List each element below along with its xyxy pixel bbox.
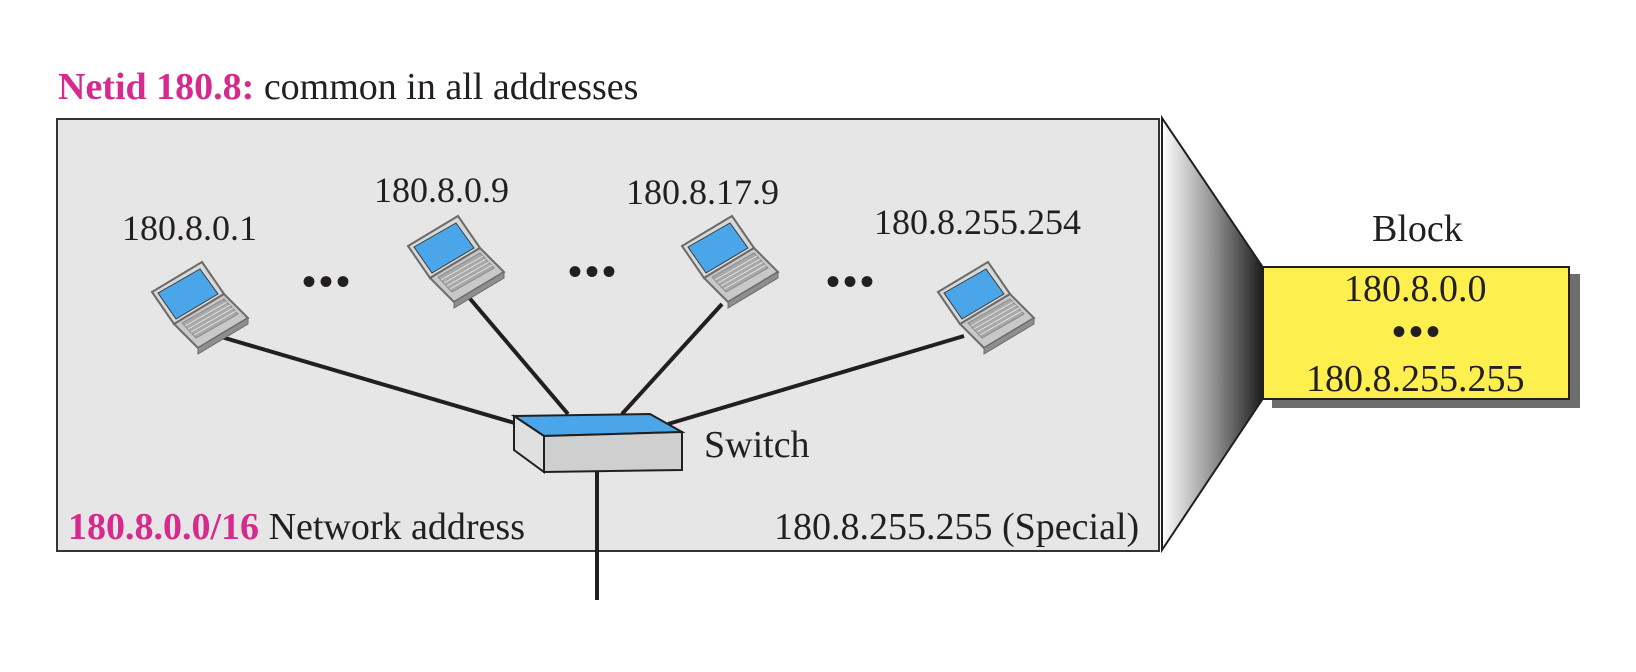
host-address-3: 180.8.17.9 — [626, 172, 779, 212]
network-address-label: 180.8.0.0/16 Network address — [68, 508, 525, 546]
link-host-1 — [217, 334, 519, 426]
link-host-2 — [464, 292, 570, 416]
laptop-icon-2 — [407, 215, 505, 309]
zoom-connector — [1161, 114, 1263, 554]
link-host-3 — [620, 302, 724, 416]
block-ellipsis: ••• — [1392, 309, 1444, 354]
link-host-4 — [667, 334, 965, 426]
netid-description: common in all addresses — [263, 66, 639, 108]
switch-icon — [510, 412, 686, 474]
host-ellipsis-2: ••• — [568, 249, 620, 294]
block-title: Block — [1372, 208, 1463, 250]
host-address-4: 180.8.255.254 — [874, 202, 1081, 242]
network-prefix: 180.8.0.0/16 — [68, 506, 260, 548]
laptop-icon-3 — [681, 215, 779, 309]
special-address-label: 180.8.255.255 (Special) — [774, 506, 1140, 548]
host-address-1: 180.8.0.1 — [122, 208, 257, 248]
network-address-text: Network address — [268, 506, 525, 548]
host-ellipsis-1: ••• — [302, 259, 354, 304]
host-address-2: 180.8.0.9 — [374, 170, 509, 210]
switch-label: Switch — [704, 424, 810, 466]
netid-heading: Netid 180.8: common in all addresses — [58, 68, 638, 106]
block-first-address: 180.8.0.0 — [1344, 268, 1487, 310]
netid-label: Netid 180.8: — [58, 66, 255, 108]
block-last-address: 180.8.255.255 — [1306, 358, 1525, 400]
block-box — [1262, 266, 1570, 400]
host-ellipsis-3: ••• — [826, 259, 878, 304]
